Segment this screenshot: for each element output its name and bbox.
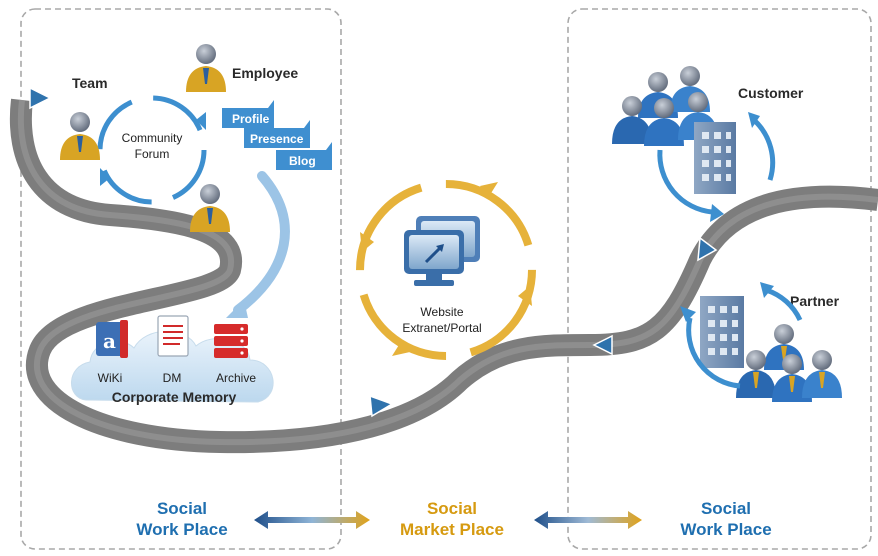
road-arrow-mid-icon [592, 334, 613, 356]
archive-icon [214, 324, 248, 358]
archive-label: Archive [216, 371, 256, 385]
partner-group-icon [736, 324, 842, 402]
employee-label: Employee [232, 65, 298, 81]
wiki-label: WiKi [98, 371, 123, 385]
customer-label: Customer [738, 85, 804, 101]
tags-to-memory-arrow [233, 171, 290, 315]
community-forum-cycle [97, 95, 207, 205]
left-footer-line2: Work Place [136, 520, 227, 539]
right-footer-line1: Social [701, 499, 751, 518]
right-exchange-arrow-icon [534, 511, 642, 529]
center-footer-line2: Market Place [400, 520, 504, 539]
presence-tag: Presence [244, 120, 310, 148]
right-zone-frame [567, 8, 872, 550]
left-zone-frame [20, 8, 342, 550]
forum-label-line1: Community [122, 131, 183, 145]
tags-to-memory-arrowhead [226, 300, 248, 318]
corporate-memory-label: Corporate Memory [112, 389, 237, 405]
customer-cycle [657, 112, 776, 222]
portal-label-line2: Extranet/Portal [402, 321, 481, 335]
dm-label: DM [163, 371, 182, 385]
portal-label-line1: Website [420, 305, 463, 319]
forum-label-line2: Forum [135, 147, 170, 161]
computer-monitor-icon [404, 216, 480, 286]
center-footer-line1: Social [427, 499, 477, 518]
partner-building-icon [700, 296, 744, 368]
employee-person-icon [186, 44, 226, 92]
team-person-icon [60, 112, 100, 160]
left-exchange-arrow-icon [254, 511, 370, 529]
profile-tag: Profile [222, 100, 274, 128]
team-label: Team [72, 75, 108, 91]
road-highlight [17, 99, 878, 446]
member-person-icon [190, 184, 230, 232]
road-arrow-right-icon [697, 236, 718, 262]
left-footer-line1: Social [157, 499, 207, 518]
partner-label: Partner [790, 293, 840, 309]
right-footer-line2: Work Place [680, 520, 771, 539]
blog-tag: Blog [276, 142, 332, 170]
document-icon [157, 315, 189, 357]
svg-text:Blog: Blog [289, 154, 316, 168]
partner-cycle [680, 282, 803, 389]
road-arrow-bottom-icon [369, 394, 394, 418]
svg-text:Profile: Profile [232, 112, 270, 126]
customer-group-icon [612, 66, 718, 146]
market-place-cycle [356, 180, 536, 360]
svg-text:a: a [103, 329, 116, 353]
customer-building-icon [694, 122, 736, 194]
wiki-icon: a [96, 320, 128, 358]
svg-text:Presence: Presence [250, 132, 304, 146]
road-arrow-start-icon [29, 86, 52, 110]
